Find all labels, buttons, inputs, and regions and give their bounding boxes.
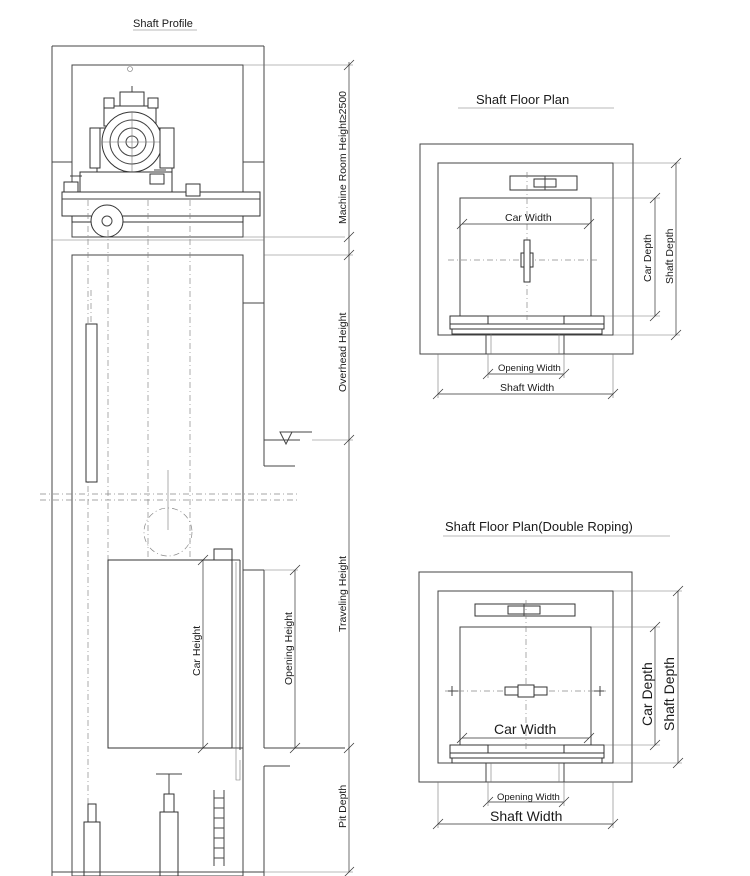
shaft-floor-plan: Shaft Floor Plan Car Width [419, 92, 682, 400]
machine-room [71, 64, 244, 238]
plan2-outer-wall [418, 571, 633, 783]
plan1-car [459, 197, 592, 317]
car-top-sheave [143, 507, 193, 557]
plan2-shaft-depth-label: Shaft Depth [661, 657, 677, 731]
hoistway [71, 254, 244, 876]
pit-buffers [83, 773, 182, 876]
traveling-height-label: Traveling Height [337, 556, 349, 632]
plan2-car [459, 626, 592, 746]
plan2-title: Shaft Floor Plan(Double Roping) [445, 519, 633, 534]
machine-base [61, 191, 261, 217]
plan1-shaft-width-label: Shaft Width [500, 382, 554, 394]
plan1-car-width-label: Car Width [505, 212, 552, 224]
profile-title: Shaft Profile [133, 18, 193, 30]
opening-height-label: Opening Height [283, 612, 295, 685]
elevator-car [107, 559, 233, 749]
overhead-height-label: Overhead Height [337, 313, 349, 392]
diverter-sheave [90, 204, 124, 238]
plan2-opening-width-label: Opening Width [497, 792, 560, 803]
plan1-opening-width-label: Opening Width [498, 363, 561, 374]
plan2-car-width-label: Car Width [494, 721, 556, 737]
plan2-shaft [437, 590, 614, 764]
plan1-shaft-depth-label: Shaft Depth [664, 228, 676, 284]
plan2-shaft-width-label: Shaft Width [490, 808, 562, 824]
plan1-outer-wall [419, 143, 634, 355]
shaft-floor-plan-double-roping: Shaft Floor Plan(Double Roping) Car Widt… [418, 519, 684, 830]
plan1-car-depth-label: Car Depth [642, 234, 654, 282]
plan2-car-depth-label: Car Depth [639, 662, 655, 726]
plan1-title: Shaft Floor Plan [476, 92, 569, 107]
traction-machine [63, 86, 201, 197]
pit-depth-label: Pit Depth [337, 785, 349, 828]
machine-room-height-label: Machine Room Height≥2500 [337, 91, 349, 224]
car-height-label: Car Height [191, 626, 203, 676]
plan1-shaft [437, 162, 614, 336]
pit-ladder [213, 790, 225, 866]
counterweight [85, 323, 98, 483]
shaft-profile: Shaft Profile [40, 18, 355, 876]
